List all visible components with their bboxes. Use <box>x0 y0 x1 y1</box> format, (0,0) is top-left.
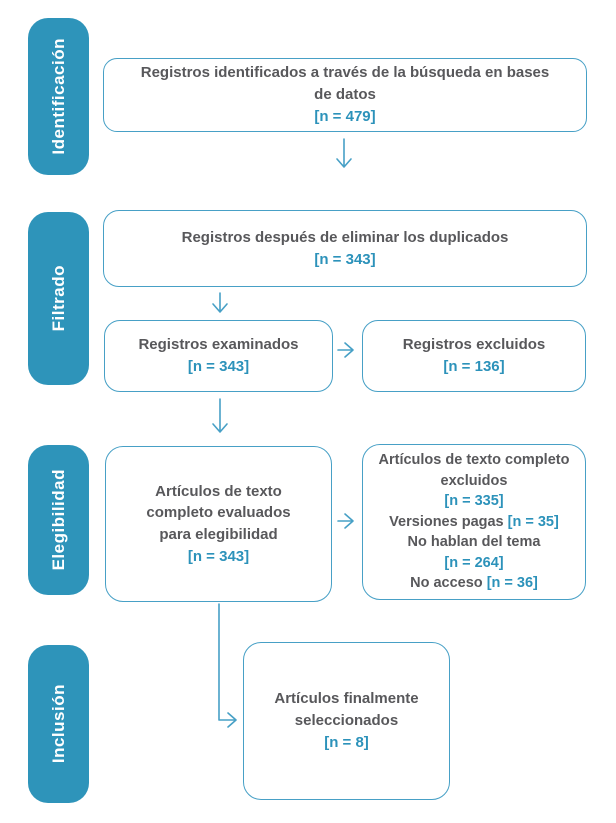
box-records-identified-text: Registros identificados a través de la b… <box>140 64 550 104</box>
box-fulltext-excluded-reason-offtopic-n: [n = 264] <box>444 554 504 571</box>
box-fulltext-assessed: Artículos de texto completo evaluados pa… <box>105 446 332 602</box>
box-fulltext-excluded-reason-noaccess: No acceso [n = 36] <box>410 573 538 594</box>
stage-inclusion: Inclusión <box>28 645 89 803</box>
reason-noaccess-text: No acceso <box>410 575 483 592</box>
arrow-right-screened-to-excluded <box>337 342 354 358</box>
reason-noaccess-n: [n = 36] <box>486 575 538 592</box>
box-articles-included-n: [n = 8] <box>324 733 369 751</box>
box-records-identified-n: [n = 479] <box>314 107 376 125</box>
box-fulltext-excluded-n: [n = 335] <box>444 493 504 510</box>
stage-elegibilidad: Elegibilidad <box>28 445 89 595</box>
arrow-down-dedup-to-screened <box>212 292 228 313</box>
arrow-right-fulltext-to-excluded <box>337 513 354 529</box>
box-records-excluded-n: [n = 136] <box>443 358 505 375</box>
box-records-excluded-text: Registros excluidos <box>402 336 546 354</box>
box-fulltext-excluded-reason-offtopic: No hablan del tema <box>407 534 541 551</box>
box-records-dedup: Registros después de eliminar los duplic… <box>103 210 587 287</box>
stage-identificacion: Identificación <box>28 18 89 175</box>
box-records-dedup-text: Registros después de eliminar los duplic… <box>181 228 509 246</box>
reason-paid-text: Versiones pagas <box>389 513 504 530</box>
box-fulltext-assessed-text: Artículos de texto completo evaluados pa… <box>146 482 291 544</box>
box-fulltext-excluded-title: Artículos de texto completo excluidos <box>378 451 570 489</box>
stage-filtrado-label: Filtrado <box>48 265 68 332</box>
box-records-screened-n: [n = 343] <box>187 358 250 375</box>
box-records-screened: Registros examinados [n = 343] <box>104 320 333 392</box>
box-articles-included: Artículos finalmente seleccionados [n = … <box>243 642 450 800</box>
stage-filtrado: Filtrado <box>28 212 89 385</box>
box-records-excluded: Registros excluidos [n = 136] <box>362 320 586 392</box>
box-fulltext-excluded: Artículos de texto completo excluidos [n… <box>362 444 586 600</box>
stage-inclusion-label: Inclusión <box>48 684 68 764</box>
box-fulltext-excluded-reason-paid: Versiones pagas [n = 35] <box>389 512 559 533</box>
box-records-identified: Registros identificados a través de la b… <box>103 58 587 132</box>
reason-paid-n: [n = 35] <box>507 513 559 530</box>
arrow-down-identified-to-dedup <box>336 138 352 168</box>
arrow-down-screened-to-fulltext <box>212 398 228 433</box>
box-fulltext-assessed-n: [n = 343] <box>187 547 250 565</box>
arrow-elbow-fulltext-to-included <box>218 603 237 728</box>
box-records-dedup-n: [n = 343] <box>314 250 376 268</box>
stage-elegibilidad-label: Elegibilidad <box>48 469 68 571</box>
box-records-screened-text: Registros examinados <box>138 336 299 354</box>
stage-identificacion-label: Identificación <box>48 38 68 155</box>
box-articles-included-text: Artículos finalmente seleccionados <box>274 690 419 730</box>
